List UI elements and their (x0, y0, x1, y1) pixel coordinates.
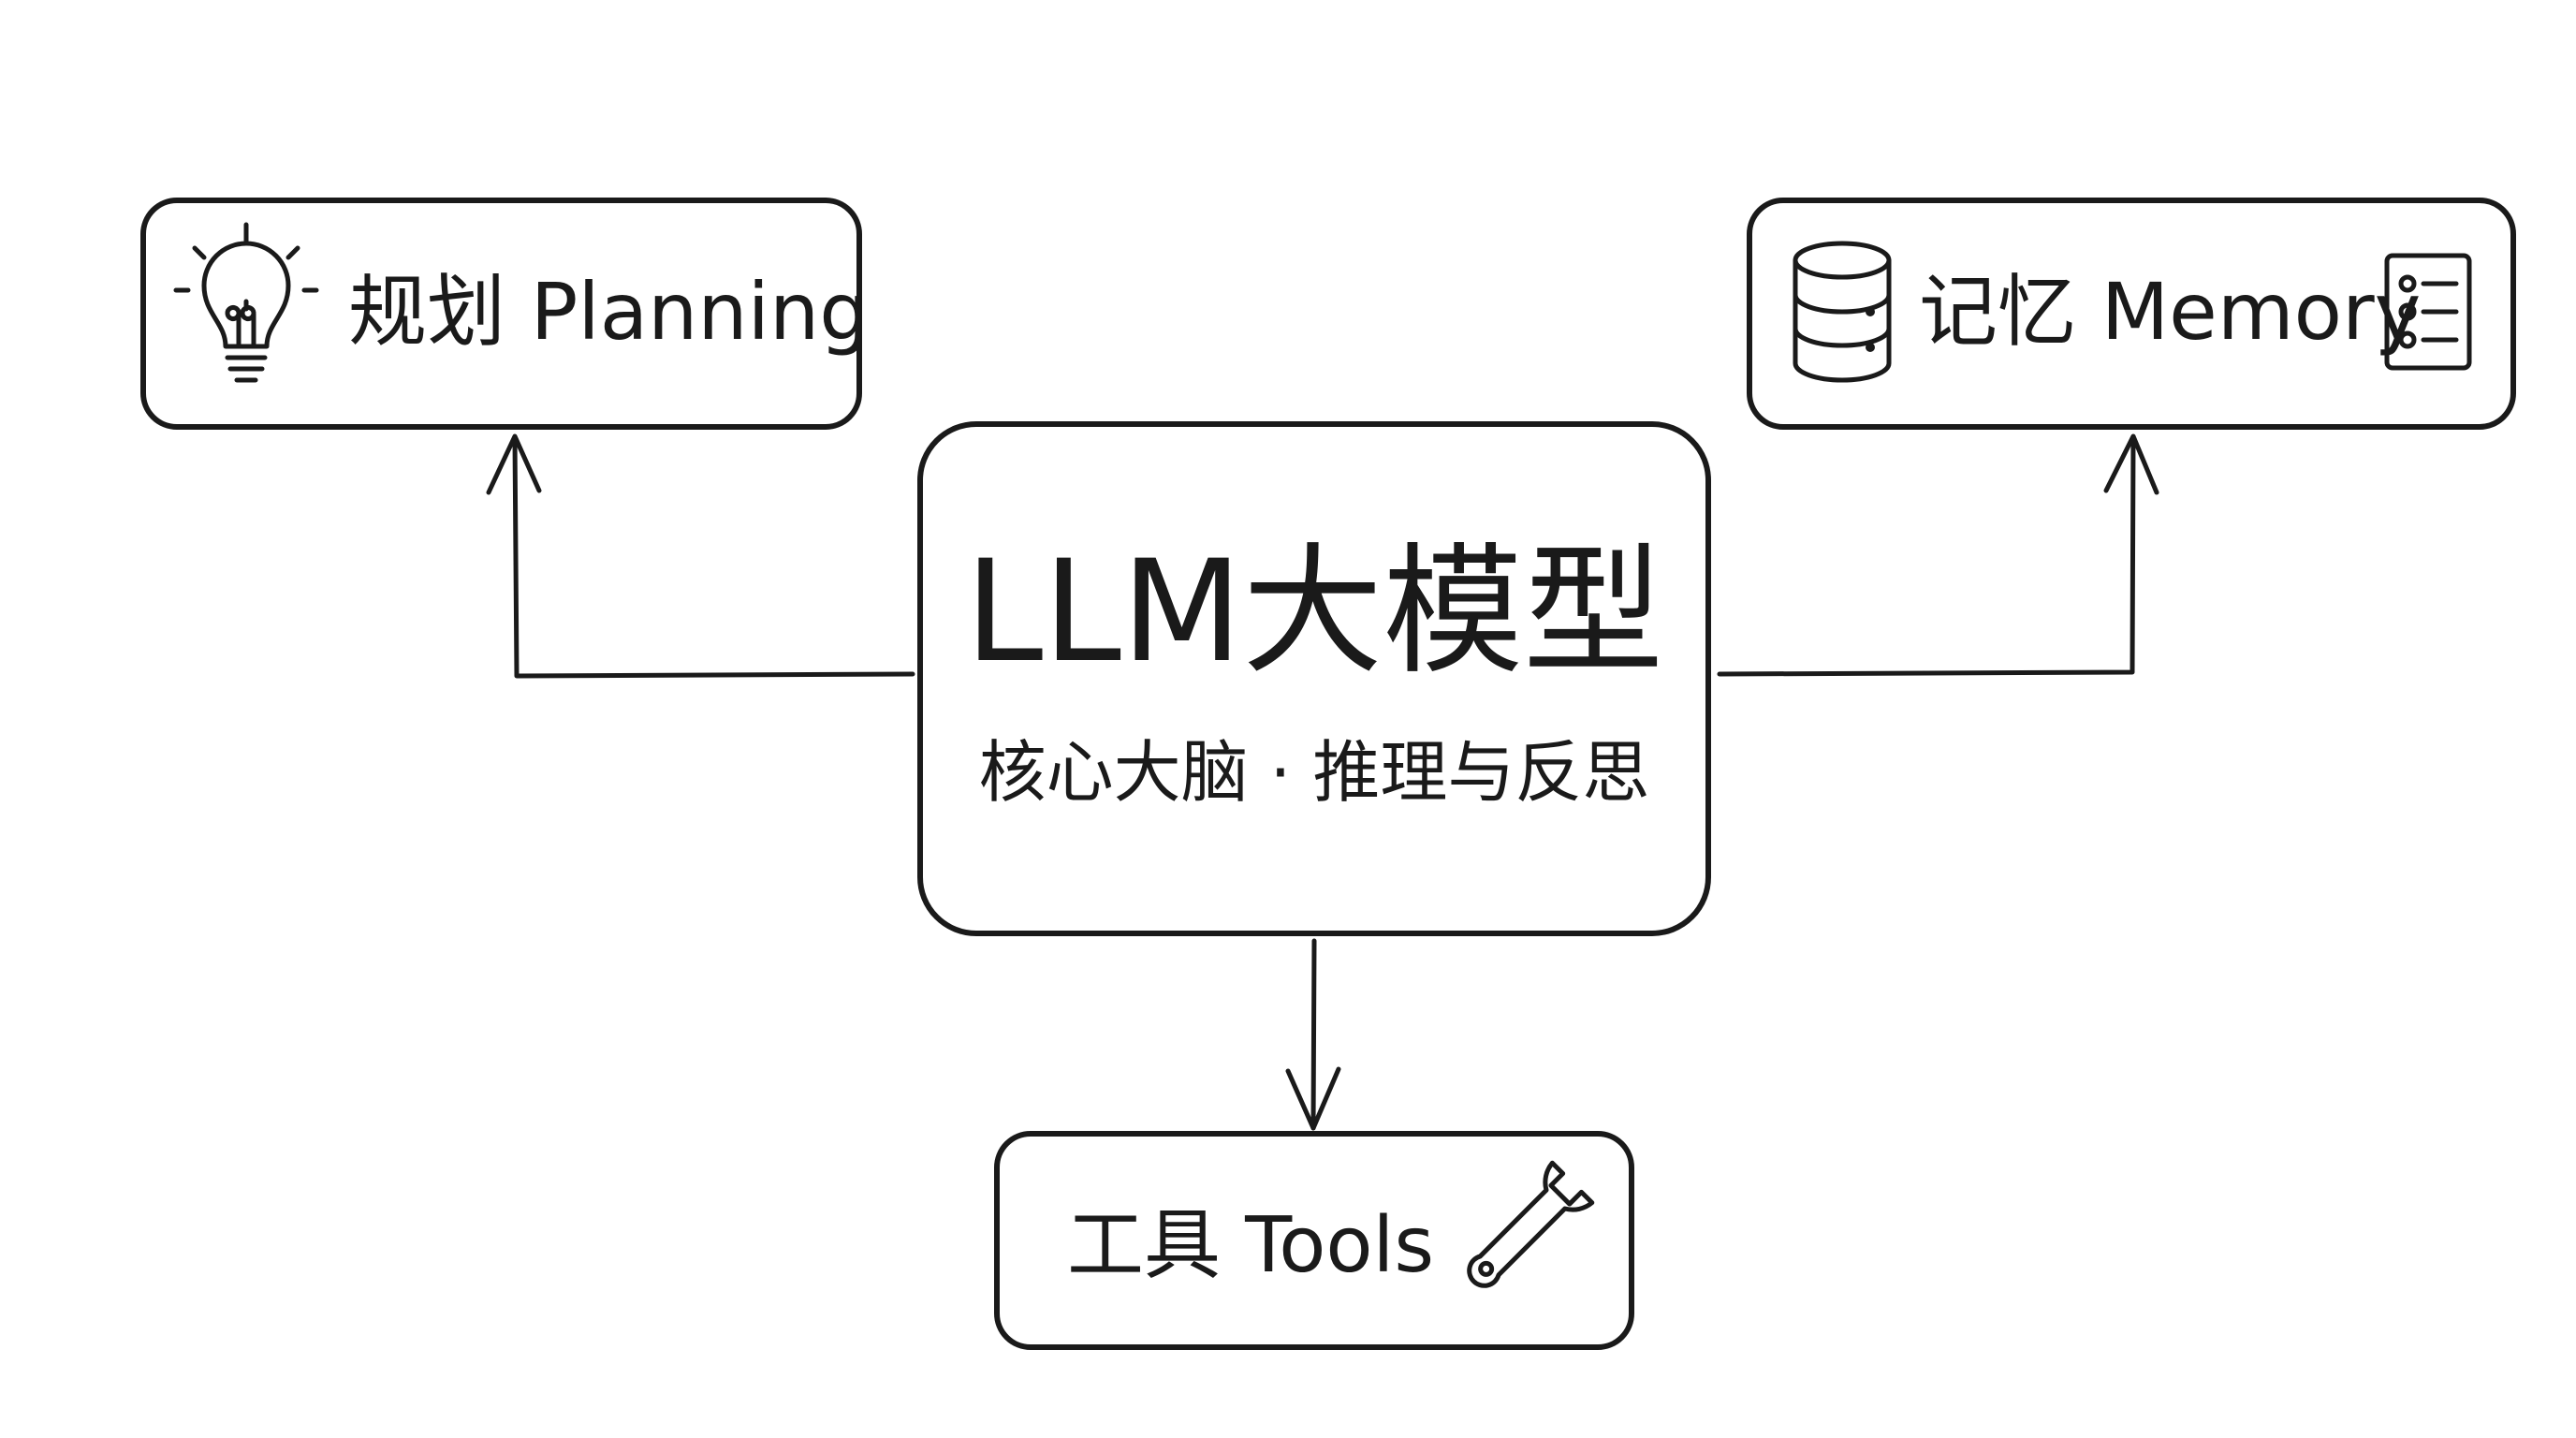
node-center: LLM大模型 核心大脑 · 推理与反思 (917, 421, 1711, 936)
node-tools: 工具 Tools (994, 1131, 1634, 1350)
wrench-icon (1467, 1160, 1595, 1288)
list-icon (2384, 253, 2472, 371)
node-planning: 规划 Planning (140, 198, 870, 430)
center-subtitle: 核心大脑 · 推理与反思 (979, 733, 1650, 812)
planning-label: 规划 Planning (348, 266, 870, 358)
edge-center-tools (1285, 938, 1341, 1131)
center-title: LLM大模型 (965, 531, 1664, 694)
edge-center-planning (486, 433, 915, 679)
lightbulb-icon (173, 222, 319, 383)
memory-label: 记忆 Memory (1919, 266, 2421, 358)
database-icon (1793, 241, 1892, 383)
edge-center-memory (1717, 433, 2159, 677)
tools-label: 工具 Tools (1067, 1201, 1434, 1290)
node-memory: 记忆 Memory (1747, 198, 2516, 430)
